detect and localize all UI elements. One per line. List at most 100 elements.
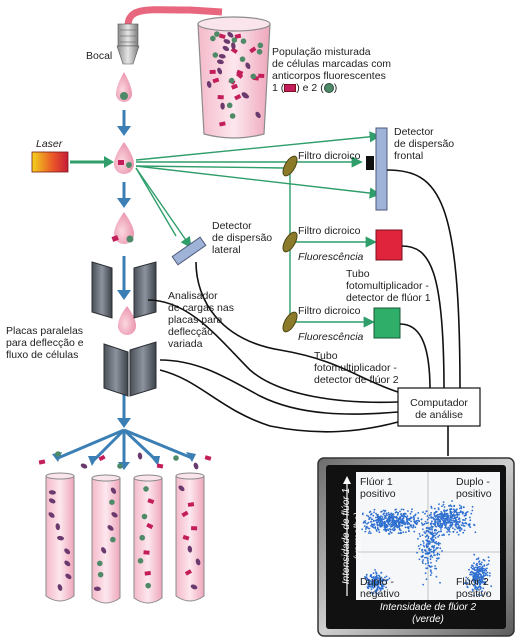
scatter-point [393, 525, 396, 528]
scatter-point [399, 529, 402, 532]
scatter-point [473, 567, 475, 569]
scatter-point [372, 579, 375, 582]
q-top-right-line-1: Duplo - [456, 476, 490, 488]
scatter-point [389, 531, 392, 533]
forward-detector-line-3: frontal [394, 150, 424, 162]
pmt2-line-3: detector de flúor 2 [314, 374, 399, 386]
scatter-point [447, 526, 450, 529]
scatter-point [401, 517, 404, 520]
cell-marker-2 [229, 113, 236, 119]
scatter-point [385, 517, 387, 519]
cell-marker-2 [239, 56, 246, 62]
cell [93, 586, 101, 592]
marker-text-c: ) [333, 82, 338, 94]
scatter-point [473, 562, 475, 564]
scatter-point [434, 524, 437, 527]
y-axis-label: Intensidade de flúor 1 [341, 487, 352, 585]
scatter-point [402, 519, 405, 522]
cell-marker-1 [234, 33, 242, 39]
scatter-point [478, 577, 480, 580]
scatter-point [370, 512, 373, 515]
cell [64, 548, 71, 555]
scatter-point [426, 518, 429, 521]
scatter-point [422, 544, 425, 547]
scatter-point [375, 571, 377, 573]
scatter-point [457, 533, 460, 536]
computer-box [397, 387, 481, 427]
scatter-point [458, 527, 461, 530]
cell-marker-1 [144, 570, 151, 576]
scatter-point [469, 583, 471, 586]
scatter-point [486, 571, 489, 574]
scatter-point [391, 523, 394, 526]
scatter-point [430, 572, 433, 574]
scatter-point [375, 574, 378, 577]
scatter-point [466, 511, 469, 513]
scatter-point [437, 522, 439, 524]
scatter-point [423, 531, 426, 533]
scatter-point [392, 518, 395, 521]
cell-marker-1 [249, 46, 257, 54]
scatter-point [412, 515, 415, 518]
scatter-point [379, 578, 382, 581]
cell-marker-2 [55, 451, 61, 457]
scatter-point [374, 527, 377, 529]
cell [110, 487, 117, 494]
scatter-point [442, 503, 445, 506]
scatter-point [406, 521, 409, 524]
scatter-point [435, 533, 438, 536]
plates-label: Placas paralelas para deflecção e fluxo … [6, 325, 84, 361]
scatter-point [476, 567, 479, 570]
scatter-point [365, 574, 368, 576]
scatter-point [391, 528, 394, 531]
scatter-point [460, 528, 463, 531]
scatter-point [480, 561, 483, 564]
scatter-point [405, 531, 407, 533]
scatter-point [401, 524, 403, 527]
beam-blocker [366, 156, 374, 170]
scatter-point [458, 511, 460, 514]
scatter-point [434, 520, 437, 523]
scatter-point [425, 544, 428, 547]
scatter-point [381, 516, 384, 518]
scatter-point [470, 573, 473, 576]
scatter-point [381, 583, 383, 586]
scatter-point [446, 531, 448, 533]
scatter-point [375, 529, 378, 531]
scatter-point [421, 551, 424, 554]
scatter-point [381, 518, 384, 520]
scatter-point [372, 576, 375, 578]
scatter-point [384, 579, 386, 582]
scatter-point [368, 518, 371, 521]
scatter-point [410, 520, 412, 523]
cell-marker-2 [145, 582, 151, 589]
scatter-point [481, 571, 484, 573]
scatter-point [373, 582, 375, 585]
scatter-point [449, 521, 451, 523]
cell [178, 485, 185, 492]
scatter-point [432, 536, 435, 538]
scatter-point [375, 592, 378, 595]
pmt2-line-2: fotomultiplicador - [314, 362, 397, 374]
scatter-point [398, 527, 401, 530]
scatter-point [385, 514, 388, 516]
scatter-point [408, 530, 410, 532]
scatter-point [458, 520, 461, 523]
forward-detector-line-1: Detector [394, 126, 434, 138]
cell [193, 462, 199, 470]
scatter-point [367, 532, 370, 534]
scatter-point [464, 517, 467, 520]
scatter-point [487, 556, 490, 559]
nozzle-label: Bocal [86, 50, 113, 62]
scatter-point [443, 515, 446, 518]
scatter-point [429, 574, 432, 576]
scatter-point [383, 526, 386, 529]
scatter-point [459, 507, 461, 510]
cell [65, 573, 72, 580]
scatter-point [471, 509, 474, 512]
pmt1-label: Tubo fotomultiplicador - detector de flú… [346, 268, 431, 304]
scatter-point [460, 505, 463, 508]
scatter-point [481, 569, 484, 572]
scatter-point [382, 579, 385, 582]
cell-marker-2 [110, 536, 116, 543]
